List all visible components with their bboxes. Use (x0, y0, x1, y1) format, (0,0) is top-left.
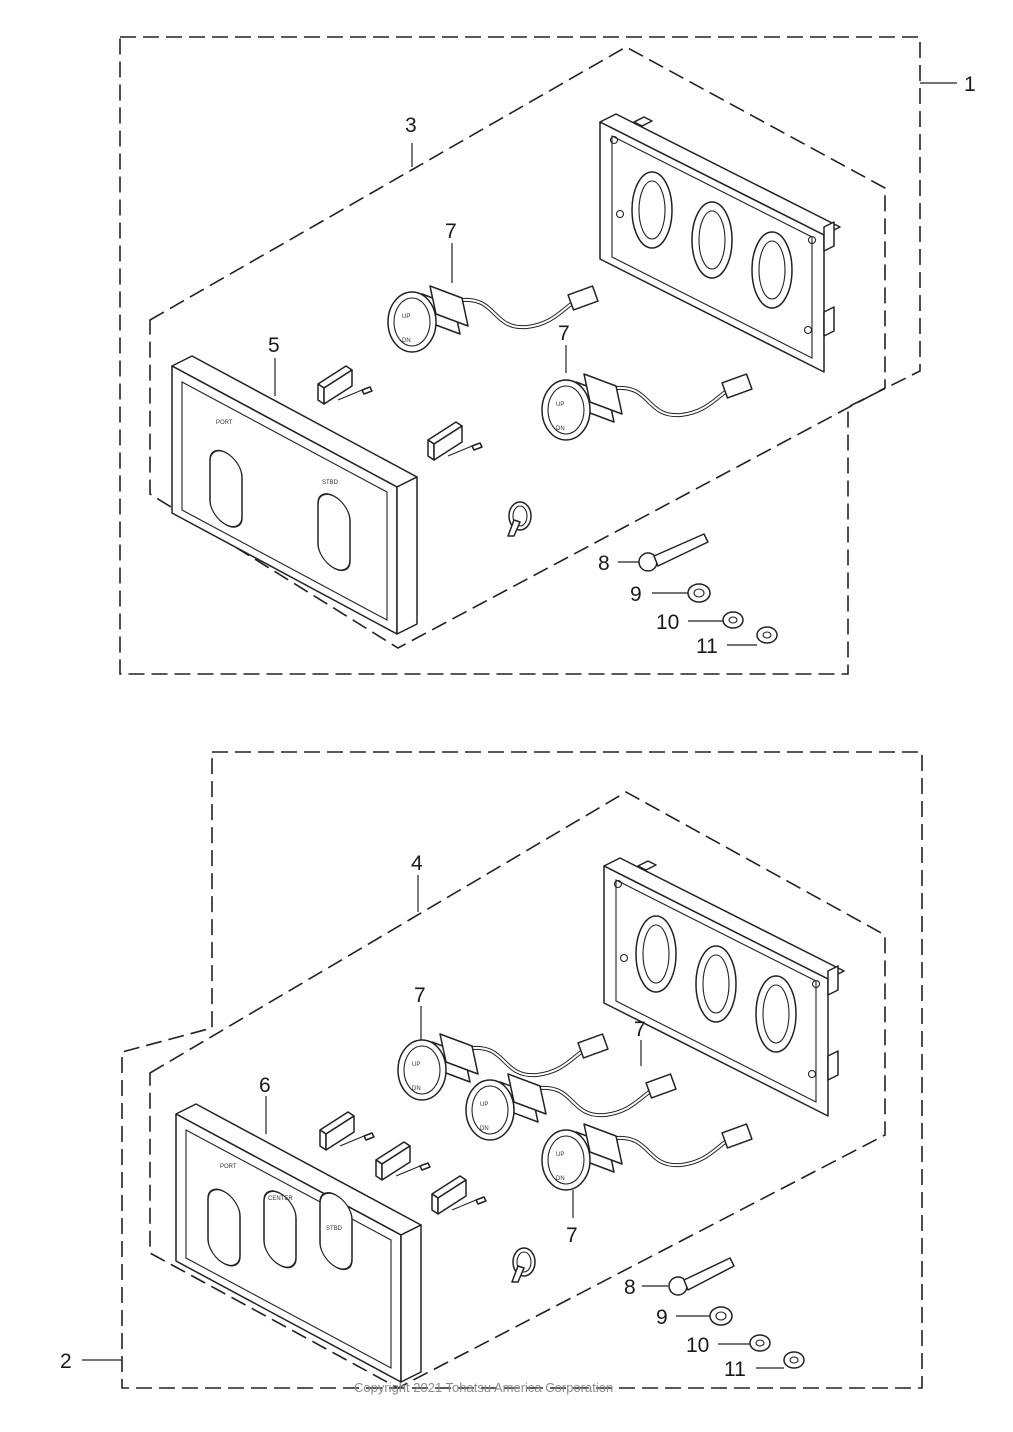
cable-clamp (507, 501, 532, 537)
front-switch-panel-3: PORT CENTER STBD (175, 1103, 422, 1383)
assembly-upper: PORT STBD UP DN UP DN (119, 36, 976, 675)
panel-label-center: CENTER (268, 1196, 293, 1202)
callout-panel: 5 (268, 334, 280, 357)
assembly-lower: PORT CENTER STBD UP DN UP DN UP DN (60, 751, 923, 1395)
switch-retainer-clip (319, 1111, 375, 1151)
callout-nut: 9 (656, 1306, 668, 1329)
switch-retainer-clip (317, 365, 373, 405)
panel-label-stbd: STBD (322, 480, 339, 486)
callout-switch: 7 (566, 1224, 578, 1247)
kit-boundary-lower (149, 791, 886, 1389)
callout-switch: 7 (558, 322, 570, 345)
flange-nut (709, 1306, 733, 1326)
assembly-boundary-upper (119, 36, 921, 675)
toggle-switch: UP DN (540, 372, 754, 442)
washer (749, 1334, 771, 1352)
callout-nut: 9 (630, 583, 642, 606)
switch-label-dn: DN (412, 1086, 421, 1092)
switch-label-dn: DN (480, 1126, 489, 1132)
washer (783, 1351, 805, 1369)
panel-label-stbd: STBD (326, 1226, 343, 1232)
switch-retainer-clip (375, 1141, 431, 1181)
callout-panel: 6 (259, 1074, 271, 1097)
callout-washer: 11 (724, 1358, 746, 1381)
callout-kit: 3 (405, 114, 417, 137)
callout-washer: 11 (696, 635, 718, 658)
switch-label-up: UP (556, 1152, 564, 1158)
switch-label-up: UP (402, 314, 410, 320)
rear-mounting-plate (603, 857, 845, 1117)
toggle-switch: UP DN (540, 1122, 754, 1192)
callout-switch: 7 (634, 1018, 646, 1041)
mounting-bolt (638, 533, 709, 572)
copyright-notice: Copyright 2021 Tohatsu America Corporati… (354, 1380, 613, 1395)
washer (722, 611, 744, 629)
flange-nut (687, 583, 711, 603)
rear-mounting-plate (599, 113, 841, 373)
callout-kit: 4 (411, 852, 423, 875)
callout-switch: 7 (414, 984, 426, 1007)
kit-boundary-upper (149, 46, 886, 649)
switch-label-dn: DN (556, 1176, 565, 1182)
mounting-bolt (668, 1257, 735, 1296)
switch-label-up: UP (412, 1062, 420, 1068)
cable-clamp (511, 1247, 536, 1283)
panel-label-port: PORT (216, 420, 233, 426)
toggle-switch: UP DN (464, 1072, 678, 1142)
callout-bolt: 8 (598, 552, 610, 575)
switch-retainer-clip (431, 1175, 487, 1215)
switch-retainer-clip (427, 421, 483, 461)
switch-label-dn: DN (556, 426, 565, 432)
callout-washer: 10 (686, 1334, 709, 1357)
switch-label-up: UP (556, 402, 564, 408)
toggle-switch: UP DN (396, 1032, 610, 1102)
washer (756, 626, 778, 644)
callout-assembly: 2 (60, 1350, 72, 1373)
panel-label-port: PORT (220, 1164, 237, 1170)
callout-assembly: 1 (964, 73, 976, 96)
switch-label-dn: DN (402, 338, 411, 344)
callout-bolt: 8 (624, 1276, 636, 1299)
assembly-boundary-lower (121, 751, 923, 1389)
toggle-switch: UP DN (386, 284, 600, 354)
switch-label-up: UP (480, 1102, 488, 1108)
callout-washer: 10 (656, 611, 679, 634)
callout-switch: 7 (445, 220, 457, 243)
front-switch-panel-2: PORT STBD (171, 355, 418, 635)
